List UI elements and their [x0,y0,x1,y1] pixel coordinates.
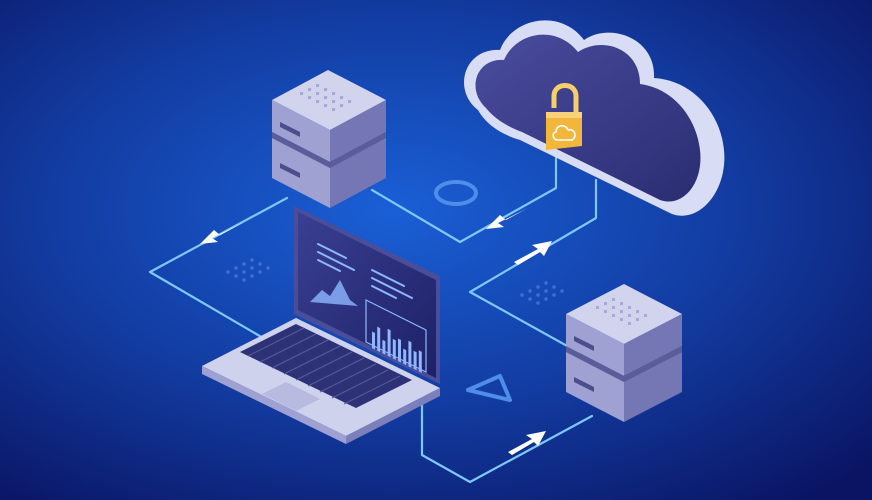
arrow-icon [514,241,552,265]
screen-text-lines [317,243,413,299]
screen-area-chart [310,280,358,306]
arrow-icon [200,222,244,244]
server-rack-left [272,70,386,208]
laptop-trackpad [262,382,320,411]
screen-bar-chart [372,326,422,373]
screen-bar [413,350,417,371]
line-server-to-cloud [370,146,558,244]
screen-bar [392,338,396,360]
padlock-icon [546,83,582,150]
line-laptop-to-right-server [420,390,594,484]
screen-bar [372,331,375,350]
arrow-icon [508,431,546,455]
server-rack-right [566,284,682,422]
laptop-icon [202,206,440,444]
screen-bar [408,340,412,368]
laptop-screen [298,212,436,378]
screen-bar [418,350,422,373]
screen-bar [387,328,391,358]
screen-bar [398,338,401,363]
line-server-to-laptop [148,196,289,344]
arrow-icon [486,208,528,229]
dot-grid-right [520,281,564,305]
circle-outline-icon [434,180,478,206]
connector-lines [148,146,598,484]
screen-bar [382,339,386,355]
screen-bar [403,348,407,366]
triangle-outline-icon [466,374,512,402]
screen-bar [377,326,381,353]
cloud-icon [464,20,725,216]
dot-grid-left [226,258,270,282]
